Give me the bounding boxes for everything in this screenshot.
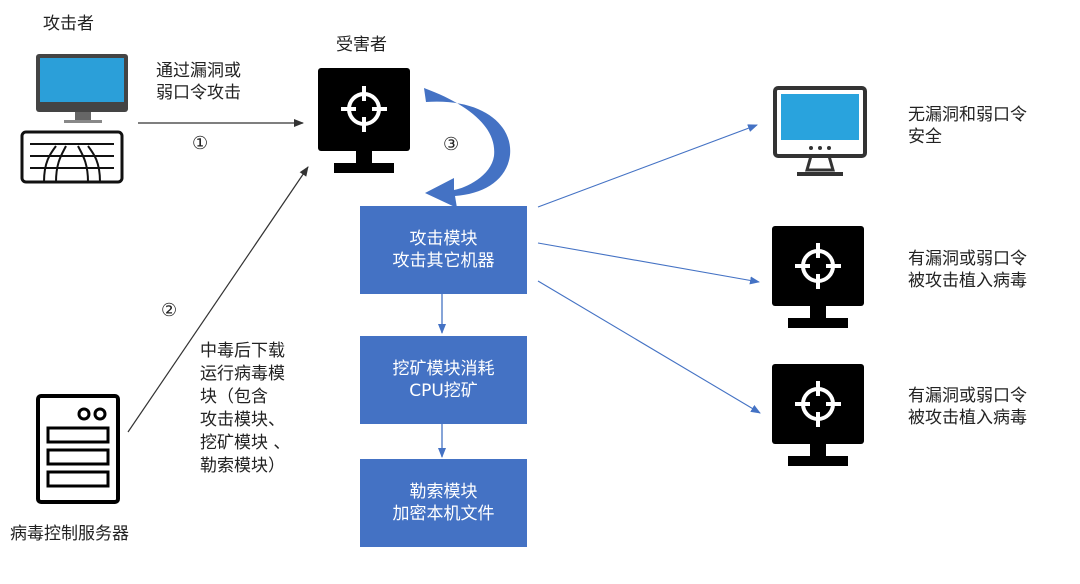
- target-infected-label: 有漏洞或弱口令 被攻击植入病毒: [908, 386, 1027, 428]
- step-2-marker: ②: [161, 300, 178, 321]
- target-infected-label: 有漏洞或弱口令 被攻击植入病毒: [908, 249, 1027, 291]
- computer-keyboard-icon: [20, 54, 128, 184]
- victim-label: 受害者: [336, 35, 387, 55]
- download-arrow: [127, 166, 309, 433]
- download-label: 中毒后下载 运行病毒模 块（包含 攻击模块、 挖矿模块 、 勒索模块）: [200, 341, 291, 476]
- step-3-marker: ③: [443, 134, 460, 155]
- spread-arrow-infected-1: [537, 242, 760, 285]
- attacker-label: 攻击者: [43, 14, 94, 34]
- c2-server-label: 病毒控制服务器: [10, 524, 129, 544]
- target-monitor-icon: [772, 364, 864, 466]
- exploit-label: 通过漏洞或 弱口令攻击: [156, 61, 241, 103]
- server-icon: [36, 394, 120, 504]
- ransom-module-box: 勒索模块 加密本机文件: [360, 459, 527, 547]
- spread-arrow-safe: [537, 124, 758, 208]
- self-infect-curved-arrow: [424, 88, 511, 208]
- target-monitor-icon: [318, 68, 410, 173]
- target-monitor-icon: [772, 226, 864, 328]
- spread-arrow-infected-2: [537, 280, 761, 414]
- safe-monitor-icon: [773, 86, 867, 176]
- attack-module-box: 攻击模块 攻击其它机器: [360, 206, 527, 294]
- step-1-marker: ①: [192, 133, 209, 154]
- target-safe-label: 无漏洞和弱口令 安全: [908, 105, 1027, 147]
- mining-module-box: 挖矿模块消耗 CPU挖矿: [360, 336, 527, 424]
